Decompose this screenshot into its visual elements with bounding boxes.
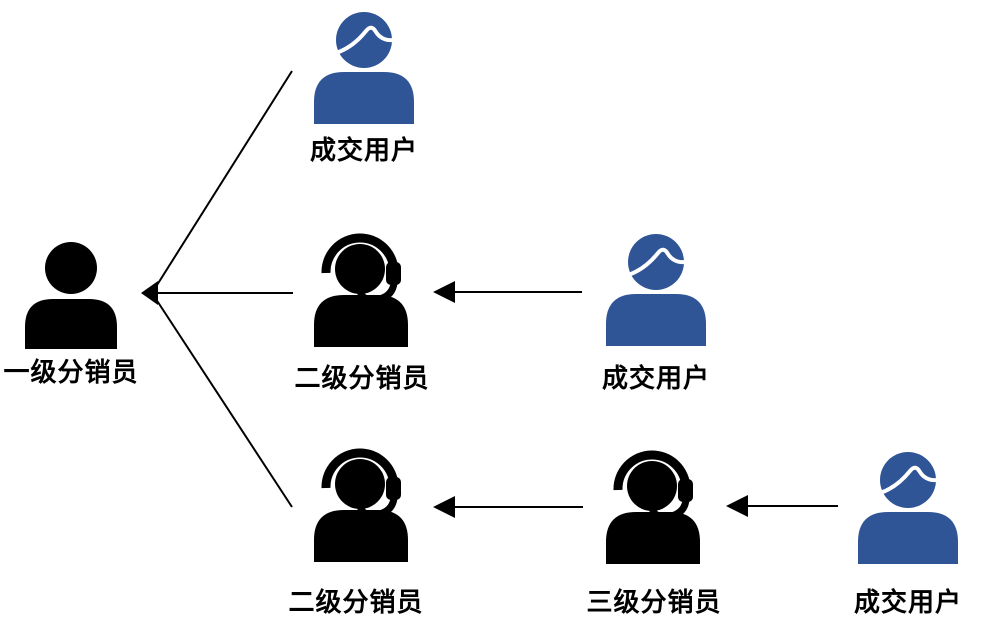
edge-to-level1-arrowhead-icon (141, 281, 158, 305)
person-icon (23, 241, 119, 349)
edge-customer-top-to-level1-line (151, 70, 293, 294)
edge-level2-bottom-to-level1-line (151, 292, 293, 508)
headset-person-icon (602, 450, 706, 564)
headset-person-icon (310, 233, 414, 347)
node-label-customer-mid: 成交用户 (601, 363, 710, 393)
node-label-customer-top: 成交用户 (309, 135, 418, 165)
node-label-customer-bottom: 成交用户 (853, 587, 962, 617)
user-icon (312, 10, 416, 124)
node-label-level2-distributor-bottom: 二级分销员 (288, 587, 424, 617)
headset-person-icon (310, 448, 414, 562)
node-label-level2-distributor-mid: 二级分销员 (294, 363, 430, 393)
node-label-level1-distributor: 一级分销员 (3, 357, 139, 387)
edge-customer-bottom-arrowhead-icon (726, 495, 748, 517)
edge-customer-mid-arrowhead-icon (433, 281, 455, 303)
user-icon (604, 232, 708, 346)
user-icon (856, 450, 960, 564)
edge-level3-arrowhead-icon (433, 496, 455, 518)
node-label-level3-distributor: 三级分销员 (586, 587, 722, 617)
